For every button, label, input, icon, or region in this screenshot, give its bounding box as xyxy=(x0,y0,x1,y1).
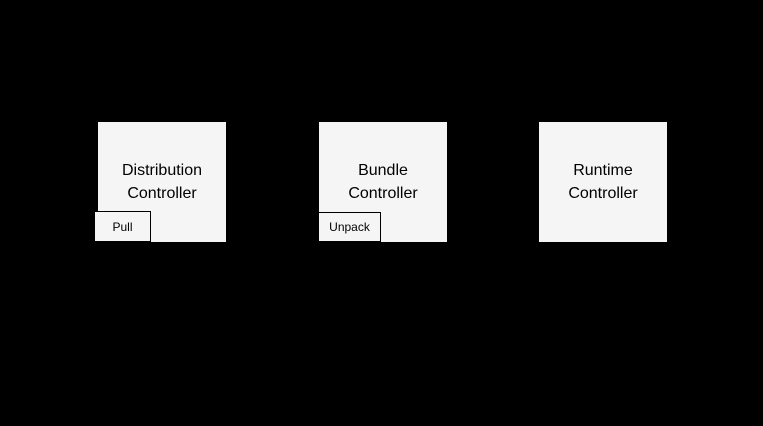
action-box-unpack: Unpack xyxy=(318,212,381,242)
unpack-label: Unpack xyxy=(329,220,370,234)
pull-label: Pull xyxy=(112,219,133,234)
bundle-controller-label: Bundle Controller xyxy=(348,162,418,202)
runtime-controller-label: Runtime Controller xyxy=(568,162,638,202)
distribution-controller-label: Distribution Controller xyxy=(121,162,203,202)
action-box-pull: Pull xyxy=(94,211,151,242)
node-runtime-controller: Runtime Controller xyxy=(538,121,668,243)
